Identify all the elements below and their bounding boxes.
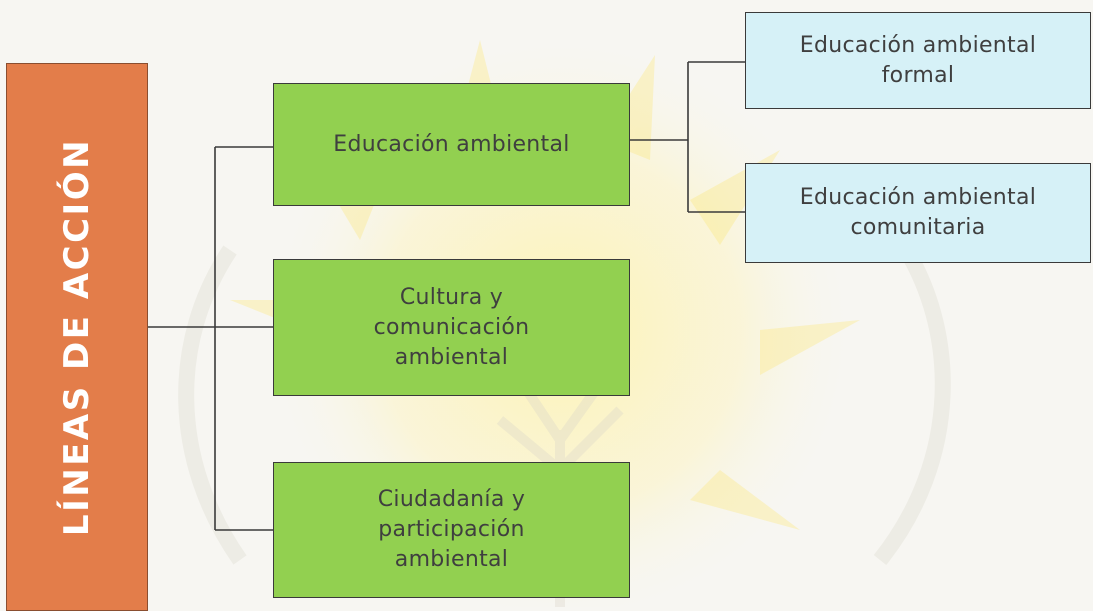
branch-node-cultura-comunicacion: Cultura y comunicación ambiental xyxy=(273,259,630,396)
sub-branch-node-comunitaria: Educación ambiental comunitaria xyxy=(745,163,1091,263)
branch-node-ciudadania-participacion: Ciudadanía y participación ambiental xyxy=(273,462,630,598)
branch-node-label: Educación ambiental xyxy=(333,131,570,157)
side-arc-watermarks xyxy=(178,235,951,565)
branch-node-label: Ciudadanía y participación ambiental xyxy=(377,487,526,572)
root-node-lineas-de-accion: LÍNEAS DE ACCIÓN xyxy=(6,63,148,611)
sub-branch-node-formal: Educación ambiental formal xyxy=(745,12,1091,109)
branch-node-label: Cultura y comunicación ambiental xyxy=(373,284,530,370)
branch-node-educacion-ambiental: Educación ambiental xyxy=(273,83,630,206)
sub-branch-node-label: Educación ambiental comunitaria xyxy=(799,185,1037,240)
sub-branch-node-label: Educación ambiental formal xyxy=(799,32,1037,88)
root-node-label: LÍNEAS DE ACCIÓN xyxy=(57,137,97,537)
